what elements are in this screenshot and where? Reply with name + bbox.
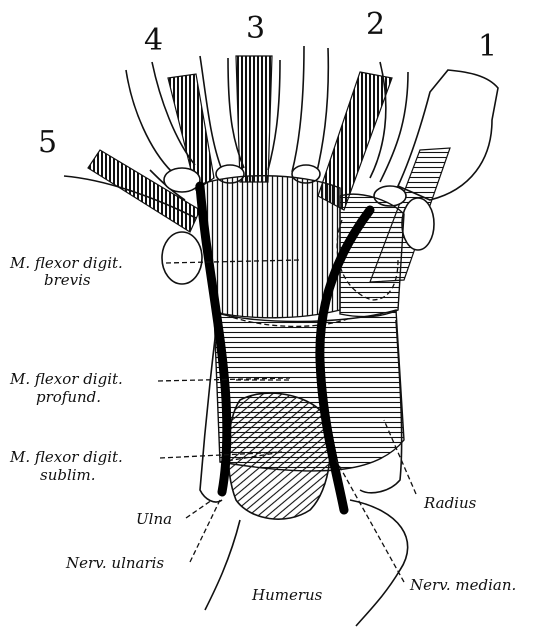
label-flexor-sublim-1: M. flexor digit. — [9, 448, 123, 466]
flexor-sublim-muscle — [228, 393, 330, 519]
label-nerv-ulnaris: Nerv. ulnaris — [65, 554, 164, 572]
knuckle-4 — [164, 168, 200, 192]
label-flexor-profund-1: M. flexor digit. — [9, 370, 123, 388]
digit-label-3: 3 — [246, 11, 265, 46]
label-humerus: Humerus — [251, 586, 323, 604]
digit-label-4: 4 — [144, 23, 163, 58]
label-flexor-profund-2: profund. — [36, 388, 101, 406]
leader-nerv-ulnaris — [190, 500, 220, 562]
knuckle-side-left — [162, 232, 202, 284]
label-radius: Radius — [423, 494, 477, 512]
label-ulna: Ulna — [136, 510, 172, 528]
digit-2-outline-right — [316, 48, 328, 176]
humerus-left — [205, 520, 240, 610]
leader-nerv-median — [336, 460, 404, 582]
label-flexor-brevis-1: M. flexor digit. — [9, 254, 123, 272]
digit-2-outline-left — [292, 46, 304, 172]
digit-label-5: 5 — [38, 125, 57, 160]
humerus-right — [350, 500, 408, 626]
label-flexor-brevis-2: brevis — [44, 271, 91, 289]
tendon-digit-3 — [236, 56, 272, 182]
digit-4-outline — [126, 70, 172, 172]
label-nerv-median: Nerv. median. — [409, 576, 516, 594]
knuckle-side-right — [402, 198, 434, 250]
label-flexor-sublim-2: sublim. — [40, 466, 96, 484]
digit-label-2: 2 — [366, 7, 385, 42]
digit-label-1: 1 — [478, 29, 497, 64]
leader-ulna — [186, 500, 212, 518]
